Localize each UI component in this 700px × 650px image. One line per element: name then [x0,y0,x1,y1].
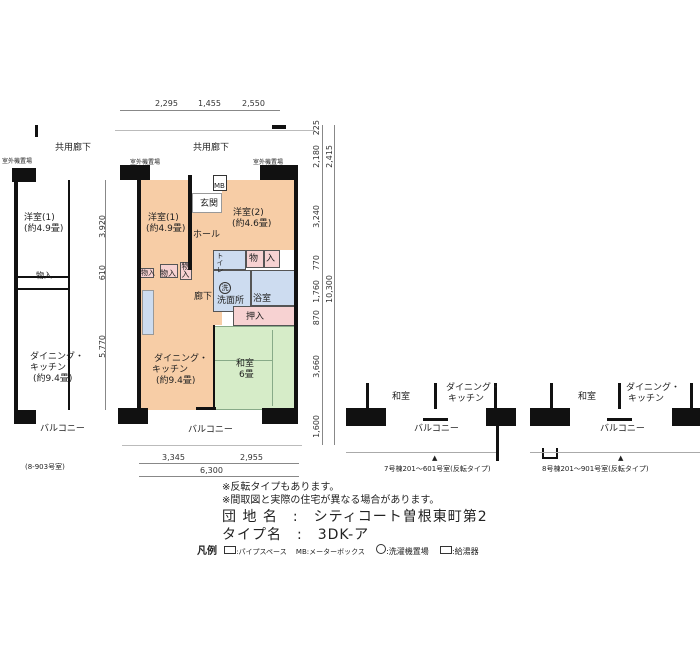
storage-label-a: 物 [249,254,259,264]
dim-right-outer-1: 10,300 [325,275,334,303]
western-room-2 [222,180,297,250]
left-storage-label: 物入 [36,271,52,280]
v2-japanese-label: 和室 [578,392,597,402]
v1-dk-label2: キッチン [448,394,485,404]
outdoor-unit-right-label: 室外機置場 [253,159,284,166]
v1-japanese-label: 和室 [392,392,411,402]
western1-label: 洋室(1) [148,213,179,223]
v1-marker: ▲ [432,454,438,462]
left-dk-size: (約9.4畳) [33,374,73,384]
western1-size: (約4.9畳) [146,224,186,234]
dim-right-2: 3,240 [312,205,321,228]
storage-label-d: 物入 [160,269,176,278]
left-western1-label: 洋室(1) [24,213,55,223]
storage-label-e: 物入 [181,262,190,278]
meter-box-label: MB [214,182,225,190]
legend: 凡例 :パイプスペース MB:メーターボックス :洗濯機置場 :給湯器 [197,542,479,557]
dim-right-6: 3,660 [312,355,321,378]
note-reversed: ※反転タイプもあります。 [222,482,340,493]
washroom-label: 洗面所 [217,296,245,306]
variant-plan-7: 和室 ダイニング・ キッチン バルコニー ▲ 7号棟201～601号室(反転タイ… [346,380,516,473]
type-name: タイプ名 : 3DK-ア [222,527,370,543]
washroom [213,270,251,312]
western-room-1 [140,180,192,268]
toilet [213,250,246,270]
balcony-label: バルコニー [188,425,233,435]
bathroom [251,270,295,306]
japanese-label: 和室 [236,359,255,369]
western2-label: 洋室(2) [233,208,264,218]
legend-water-heater: :給湯器 [451,547,479,556]
v2-dk-label2: キッチン [628,394,665,404]
complex-name: 団 地 名 : シティコート曽根東町第2 [222,509,488,525]
storage-label-c: 物入 [141,269,155,277]
washer-legend-icon [376,544,387,554]
kitchen-counter [142,290,154,335]
note-difference: ※間取図と実際の住宅が異なる場合があります。 [222,495,440,506]
v2-balcony-label: バルコニー [600,424,645,434]
entrance [192,193,222,213]
dim-bottom-1: 2,955 [240,453,263,462]
v1-dk-label1: ダイニング・ [446,383,501,393]
storage-a [246,250,264,268]
left-balcony-label: バルコニー [40,424,85,434]
hall-label: ホール [193,230,221,240]
storage-label-b: 入 [266,254,276,264]
dim-right-4: 1,760 [312,280,321,303]
closet-label: 押入 [246,312,265,322]
left-corridor-label: 共用廊下 [55,143,92,153]
storage-b [264,250,280,268]
legend-pipe-space: :パイプスペース [236,548,287,556]
corridor-label: 共用廊下 [193,143,230,153]
dim-top-0: 2,295 [155,99,178,108]
legend-title: 凡例 [197,546,217,557]
v2-dk-label1: ダイニング・ [626,383,681,393]
dk-size: (約9.4畳) [156,376,196,386]
v2-marker: ▲ [618,454,624,462]
left-plan-caption: (8-903号室) [25,463,65,471]
dim-right-1: 2,180 [312,145,321,168]
washer-icon: 洗 [219,282,231,294]
dim-bottom-0: 3,345 [162,453,185,462]
left-dk-label2: キッチン [30,363,67,373]
legend-washer: :洗濯機置場 [386,547,429,556]
dim-right-7: 1,600 [312,415,321,438]
v1-balcony-label: バルコニー [414,424,459,434]
dim-right-outer-0: 2,415 [325,145,334,168]
inner-corridor-label: 廊下 [194,292,213,302]
dim-top-2: 2,550 [242,99,265,108]
western2-size: (約4.6畳) [232,219,272,229]
water-heater-icon [439,546,452,554]
entrance-label: 玄関 [200,199,219,209]
japanese-size: 6畳 [239,370,254,380]
dk-label1: ダイニング・ [154,354,209,364]
left-western1-size: (約4.9畳) [24,224,64,234]
outdoor-unit-left-label: 室外機置場 [130,159,161,166]
v2-caption: 8号棟201～901号室(反転タイプ) [542,465,649,473]
dim-total-width: 6,300 [200,466,223,475]
left-dk-label1: ダイニング・ [30,352,85,362]
dim-top-1: 1,455 [198,99,221,108]
meter-box [213,175,227,191]
v1-caption: 7号棟201～601号室(反転タイプ) [384,465,491,473]
legend-meter-box: MB:メーターボックス [295,548,365,556]
dim-right-5: 870 [312,310,321,326]
dim-right-0: 225 [312,120,321,136]
dim-right-3: 770 [312,255,321,271]
dk-label2: キッチン [152,365,189,375]
left-outdoor-unit-label: 室外機置場 [2,158,33,165]
japanese-room [214,326,295,410]
bath-label: 浴室 [253,294,272,304]
variant-plan-8: 和室 ダイニング・ キッチン バルコニー ▲ 8号棟201～901号室(反転タイ… [530,380,700,473]
pipe-space-icon [224,546,237,554]
toilet-label: トイレ [216,252,224,273]
